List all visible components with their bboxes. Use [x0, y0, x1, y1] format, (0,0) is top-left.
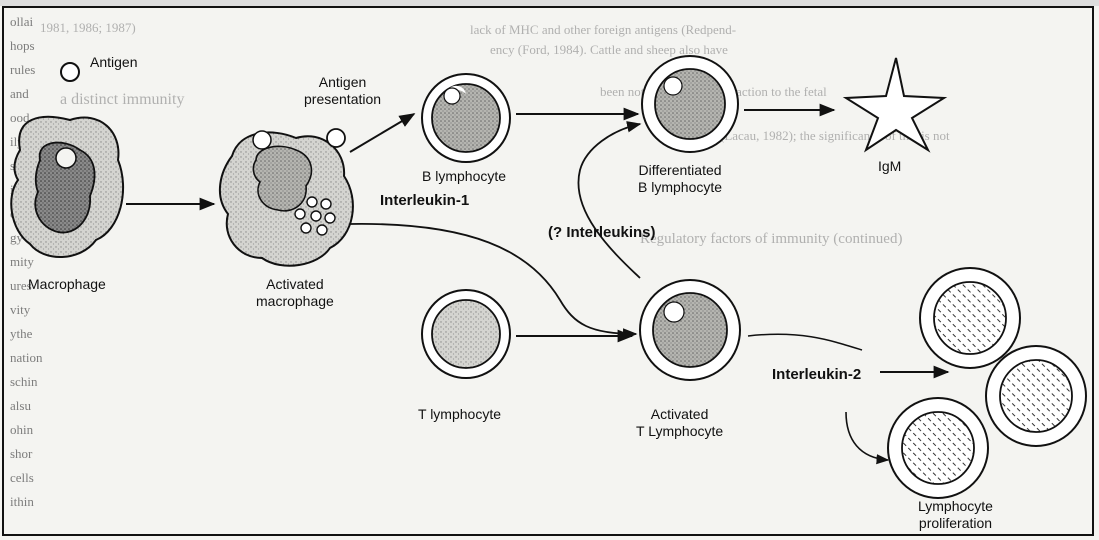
arrow-to-b-lymphocyte [350, 114, 414, 152]
antigen-label: Antigen [90, 54, 137, 71]
t-lymphocyte-label: T lymphocyte [418, 406, 501, 423]
antigen-circle-icon [61, 63, 79, 81]
macrophage-cell-icon [11, 117, 123, 257]
proliferating-lymphocyte-icon [986, 346, 1086, 446]
macrophage-label: Macrophage [28, 276, 106, 293]
interleukins-question-label: (? Interleukins) [548, 224, 656, 241]
t-lymphocyte-cell-icon [422, 290, 510, 378]
b-lymphocyte-cell-icon [422, 74, 510, 162]
interleukin-2-label: Interleukin-2 [772, 366, 861, 383]
antigen-presentation-label: Antigen presentation [304, 74, 381, 108]
proliferation-arrow [846, 412, 888, 460]
differentiated-b-cell-icon [642, 56, 738, 152]
igm-star-icon [846, 58, 944, 150]
igm-label: IgM [878, 158, 901, 175]
interleukins-question-arrow [578, 124, 640, 278]
differentiated-b-label: Differentiated B lymphocyte [638, 162, 722, 196]
presented-antigen-icon [327, 129, 345, 147]
proliferating-lymphocyte-icon [888, 398, 988, 498]
b-lymphocyte-label: B lymphocyte [422, 168, 506, 185]
interleukin-2-source-line [748, 334, 862, 350]
activated-macrophage-cell-icon [220, 131, 353, 266]
proliferating-lymphocyte-icon [920, 268, 1020, 368]
activated-macrophage-label: Activated macrophage [256, 276, 334, 310]
activated-t-label: Activated T Lymphocyte [636, 406, 723, 440]
activated-t-cell-icon [640, 280, 740, 380]
interleukin-1-label: Interleukin-1 [380, 192, 469, 209]
lymphocyte-proliferation-label: Lymphocyte proliferation [918, 498, 993, 532]
